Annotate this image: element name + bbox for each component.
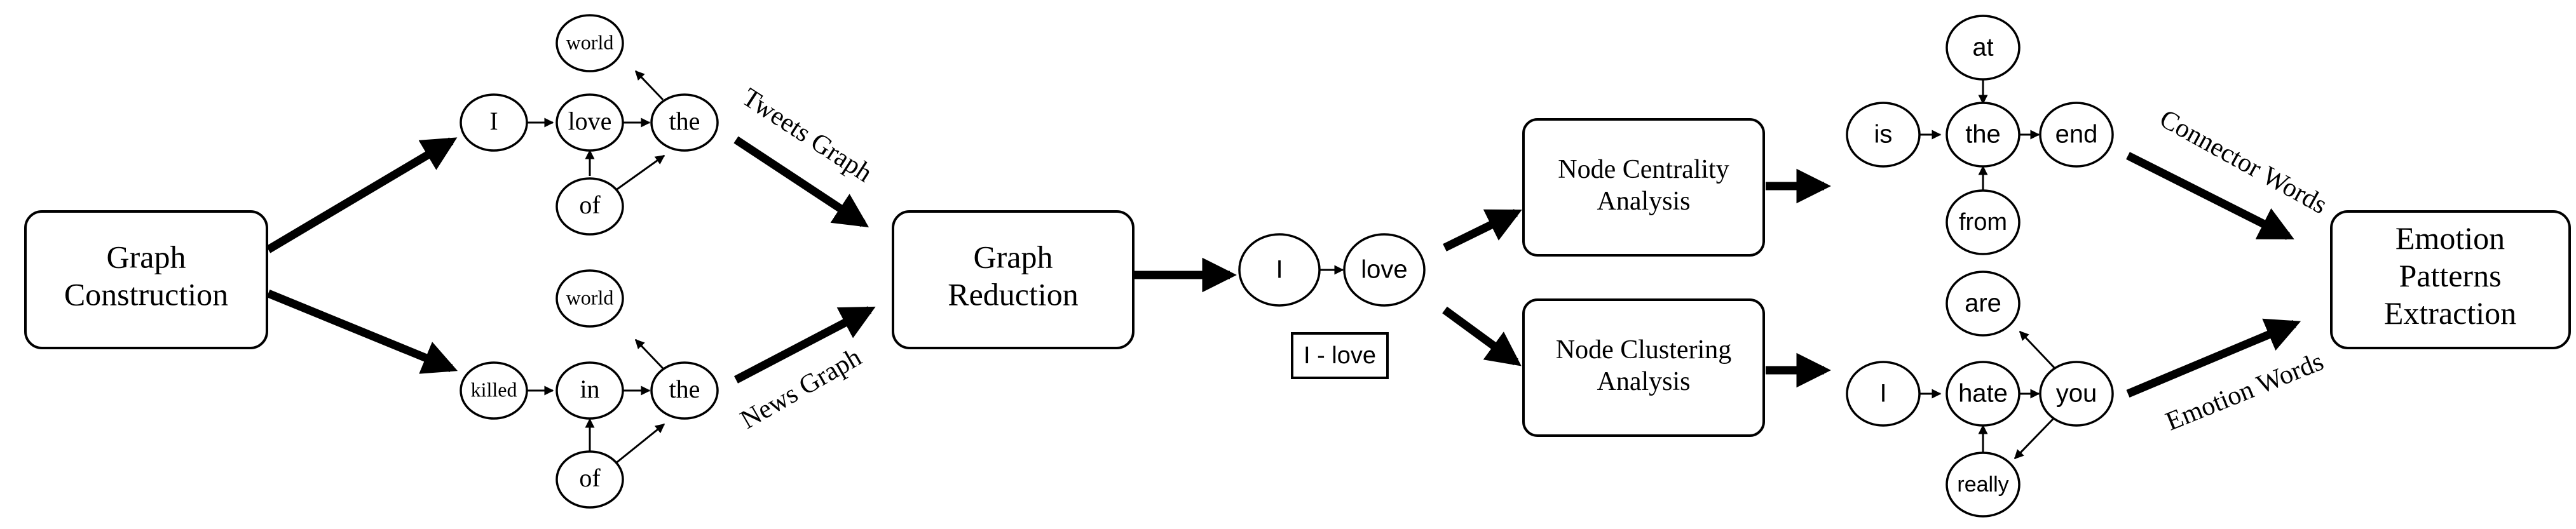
connector-node-the: the	[1946, 102, 2021, 168]
svg-text:world: world	[566, 30, 614, 53]
svg-text:the: the	[1965, 121, 2001, 149]
tweets-node-i: I	[460, 93, 528, 152]
arrow-connector-to-emotion	[2126, 152, 2294, 240]
svg-text:you: you	[2056, 380, 2097, 408]
news-node-world: world	[555, 269, 624, 328]
emotion-node-are: are	[1946, 271, 2021, 337]
tweets-node-the: the	[650, 93, 719, 152]
svg-text:I: I	[489, 107, 498, 135]
news-graph: killed in the world of News Graph	[460, 269, 866, 509]
svg-text:of: of	[579, 191, 601, 219]
svg-text:end: end	[2055, 121, 2098, 149]
svg-text:killed: killed	[471, 378, 517, 401]
news-node-of: of	[555, 450, 624, 509]
tweets-node-world: world	[555, 14, 624, 72]
tweets-node-love: love	[555, 93, 624, 152]
flow-arrows	[266, 136, 2301, 398]
svg-text:hate: hate	[1958, 380, 2008, 408]
svg-text:I: I	[1879, 380, 1886, 408]
svg-text:really: really	[1957, 472, 2008, 497]
news-node-in: in	[555, 361, 624, 420]
arrow-to-clustering	[1442, 306, 1522, 366]
emotion-node-hate: hate	[1946, 361, 2021, 427]
svg-text:I - love: I - love	[1304, 342, 1376, 369]
arrow-tweets-to-reduction	[733, 136, 869, 228]
connector-node-at: at	[1946, 15, 2021, 81]
arrow-news-to-reduction	[733, 306, 876, 384]
emotion-node-i: I	[1846, 361, 1921, 427]
news-node-the: the	[650, 361, 719, 420]
connector-node-from: from	[1946, 189, 2021, 255]
tweets-graph: I love the world of Tweets Graph	[460, 14, 877, 236]
news-graph-label: News Graph	[735, 342, 866, 434]
emotion-graph: are I hate you really Emotion Words	[1846, 271, 2327, 518]
svg-text:love: love	[568, 107, 612, 135]
connector-node-end: end	[2039, 102, 2114, 168]
svg-text:at: at	[1972, 34, 1993, 62]
arrow-to-news-graph	[266, 289, 458, 374]
arrow-to-tweets-graph	[266, 137, 458, 253]
arrow-emotion-to-emotion	[2126, 318, 2301, 398]
svg-text:from: from	[1959, 209, 2007, 236]
emotion-node-really: really	[1946, 452, 2021, 518]
svg-text:love: love	[1361, 256, 1407, 284]
svg-text:the: the	[669, 375, 700, 403]
arrow-to-centrality	[1443, 209, 1522, 251]
reduced-graph: I love I - love	[1238, 233, 1426, 379]
svg-text:of: of	[579, 464, 601, 492]
svg-text:world: world	[566, 286, 614, 309]
connector-node-is: is	[1846, 102, 1921, 168]
svg-text:is: is	[1874, 121, 1893, 149]
reduced-edge-label: I - love	[1291, 332, 1389, 379]
svg-text:the: the	[669, 107, 700, 135]
emotion-node-you: you	[2039, 361, 2114, 427]
news-node-killed: killed	[460, 361, 528, 420]
svg-text:are: are	[1965, 290, 2001, 318]
connector-words-label: Connector Words	[2155, 104, 2332, 220]
reduced-node-love: love	[1343, 233, 1426, 307]
tweets-graph-label: Tweets Graph	[737, 83, 877, 188]
svg-text:I: I	[1276, 256, 1283, 284]
svg-text:in: in	[580, 375, 599, 403]
reduced-node-i: I	[1238, 233, 1321, 307]
tweets-node-of: of	[555, 177, 624, 236]
emotion-words-label: Emotion Words	[2162, 347, 2327, 436]
